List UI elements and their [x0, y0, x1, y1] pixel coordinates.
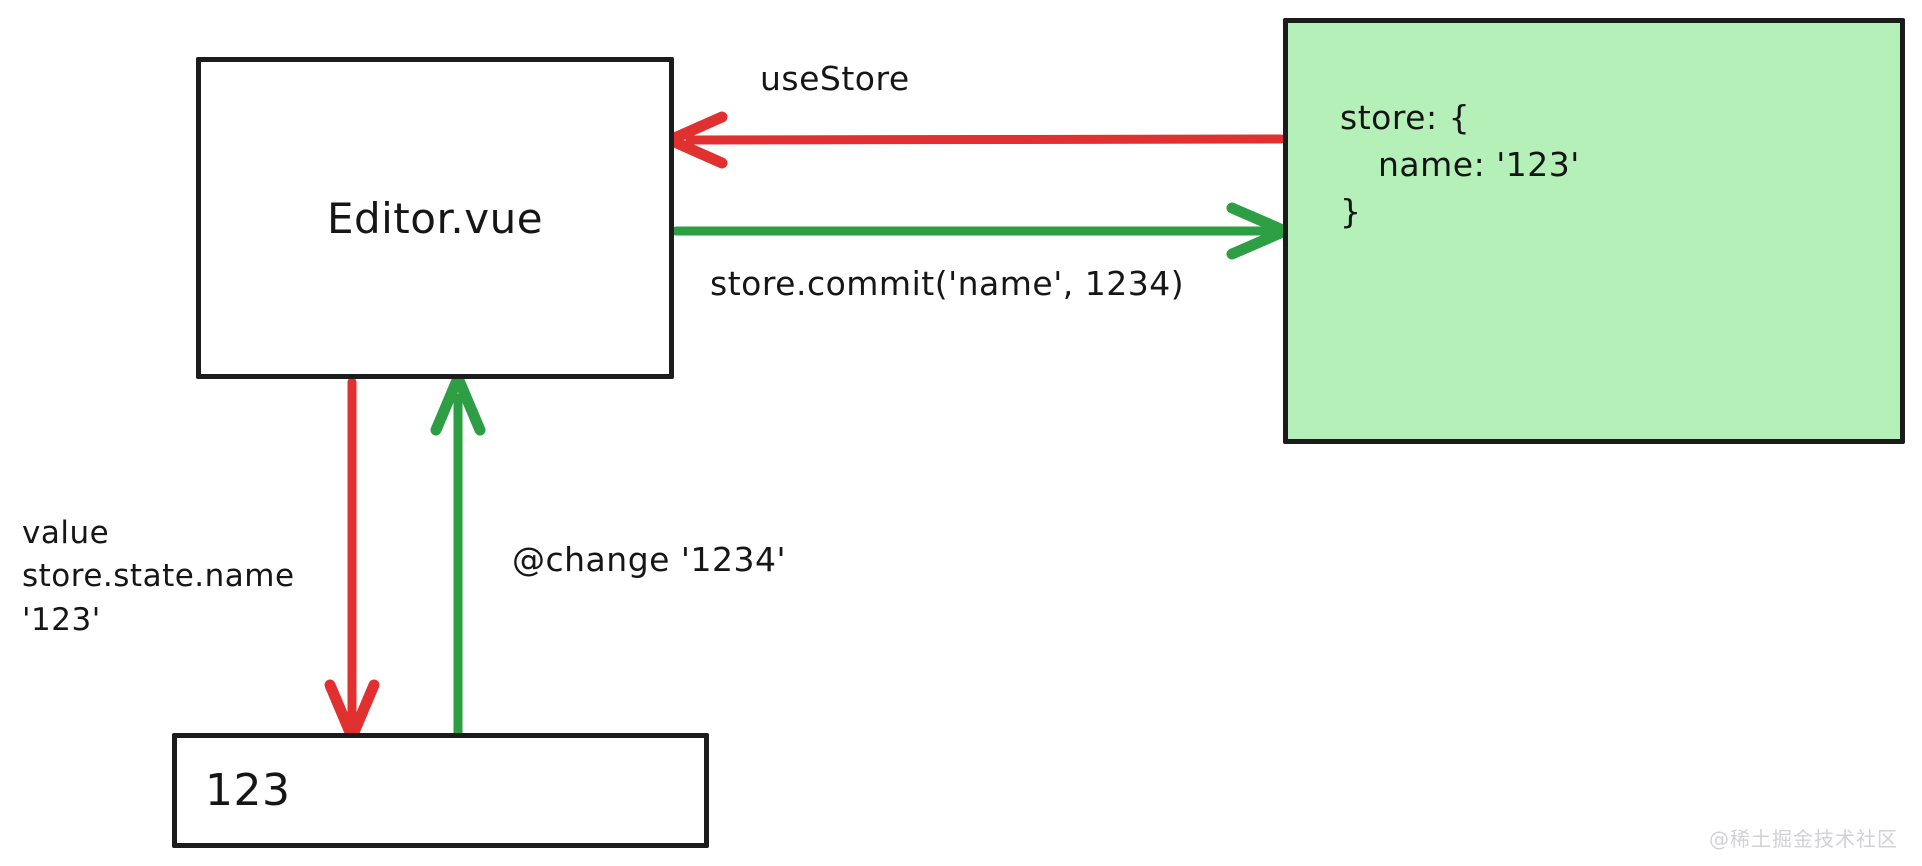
node-editor-vue[interactable]: Editor.vue	[196, 57, 674, 379]
arrow-value-binding	[324, 377, 380, 743]
input-field-value: 123	[205, 765, 291, 816]
edge-label-value-binding: value store.state.name '123'	[22, 512, 295, 642]
arrow-store-commit	[671, 202, 1291, 260]
value-binding-line-2: store.state.name	[22, 558, 295, 595]
store-code-line-name: name: '123'	[1378, 144, 1580, 184]
edge-label-store-commit: store.commit('name', 1234)	[710, 264, 1185, 303]
arrow-use-store	[664, 111, 1286, 169]
arrow-change-event	[430, 372, 486, 743]
node-store[interactable]: store: { name: '123' }	[1283, 18, 1905, 444]
value-binding-line-1: value	[22, 515, 110, 551]
watermark: @稀土掘金技术社区	[1709, 827, 1898, 851]
edge-label-use-store: useStore	[760, 59, 910, 98]
edge-label-change-event: @change '1234'	[512, 540, 787, 579]
node-input-field[interactable]: 123	[172, 733, 709, 848]
store-code-line-close: }	[1340, 191, 1362, 231]
editor-vue-label: Editor.vue	[326, 193, 544, 243]
store-code-line-open: store: {	[1340, 98, 1471, 137]
value-binding-line-3: '123'	[22, 601, 101, 638]
